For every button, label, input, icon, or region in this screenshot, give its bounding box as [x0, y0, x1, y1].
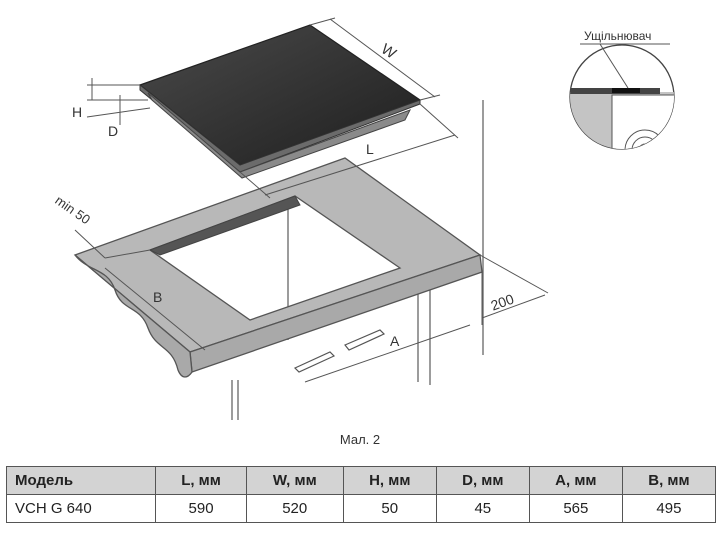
b-label: B — [153, 289, 162, 305]
cell-h: 50 — [342, 494, 437, 523]
h-label: H — [72, 104, 82, 120]
table-header-row: Модель L, мм W, мм H, мм D, мм A, мм B, … — [5, 466, 717, 495]
min50-label: min 50 — [52, 193, 93, 228]
dim200-label: 200 — [489, 290, 517, 313]
cell-a: 565 — [528, 494, 623, 523]
cell-b: 495 — [621, 494, 717, 523]
header-d: D, мм — [435, 466, 530, 495]
table-row: VCH G 640 590 520 50 45 565 495 — [5, 494, 717, 523]
dimensions-table: Модель L, мм W, мм H, мм D, мм A, мм B, … — [5, 466, 717, 523]
seal-label: Ущільнювач — [584, 29, 651, 43]
cabinet-lines — [231, 100, 484, 420]
a-label: A — [390, 333, 400, 349]
cutout-inner-edge — [148, 195, 301, 256]
header-l: L, мм — [155, 466, 247, 495]
l-label: L — [366, 141, 374, 157]
cell-l: 590 — [155, 494, 247, 523]
cabinet-handles — [293, 329, 386, 373]
cell-w: 520 — [245, 494, 344, 523]
cell-d: 45 — [435, 494, 530, 523]
figure-caption: Мал. 2 — [339, 432, 381, 447]
cooktop-glass-top — [138, 24, 422, 166]
installation-diagram: Ущільнювач W L H D min 50 B A 200 — [52, 17, 675, 420]
header-b: B, мм — [621, 466, 717, 495]
countertop — [73, 157, 483, 378]
dimension-lines — [74, 17, 549, 383]
seal-detail — [569, 43, 675, 150]
w-label: W — [378, 41, 400, 63]
cell-model: VCH G 640 — [5, 494, 157, 523]
d-label: D — [108, 123, 118, 139]
header-a: A, мм — [528, 466, 623, 495]
countertop-wavy-edge — [74, 254, 193, 378]
header-model: Модель — [5, 466, 157, 495]
header-w: W, мм — [245, 466, 344, 495]
header-h: H, мм — [342, 466, 437, 495]
cooktop — [138, 24, 422, 179]
